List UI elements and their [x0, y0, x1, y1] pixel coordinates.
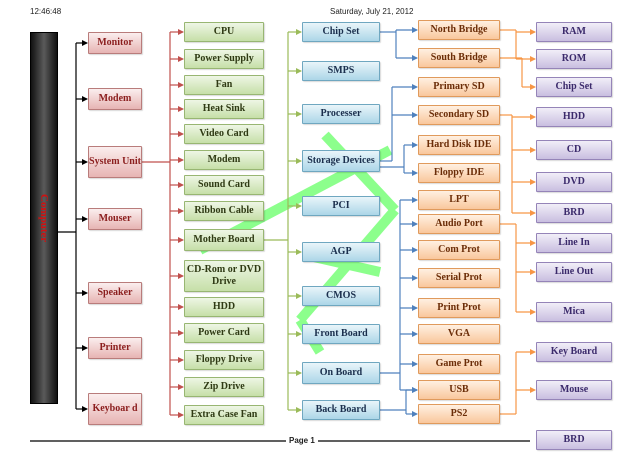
node-system-unit: System Unit [88, 146, 142, 178]
node-extra-case-fan: Extra Case Fan [184, 405, 264, 425]
node-primary-sd: Primary SD [418, 77, 500, 97]
node-print-prot: Print Prot [418, 298, 500, 318]
node-floppy-drive: Floppy Drive [184, 350, 264, 370]
node-mouser: Mouser [88, 208, 142, 230]
node-cpu: CPU [184, 22, 264, 42]
node-south-bridge: South Bridge [418, 48, 500, 68]
node-agp: AGP [302, 242, 380, 262]
node-serial-prot: Serial Prot [418, 268, 500, 288]
node-vga: VGA [418, 324, 500, 344]
node-zip-drive: Zip Drive [184, 377, 264, 397]
node-mother-board: Mother Board [184, 229, 264, 251]
node-com-prot: Com Prot [418, 240, 500, 260]
computer-root-label: Computer [38, 193, 50, 243]
node-lpt: LPT [418, 190, 500, 210]
header-time: 12:46:48 [30, 7, 62, 16]
node-audio-port: Audio Port [418, 214, 500, 234]
node-smps: SMPS [302, 61, 380, 81]
node-pci: PCI [302, 196, 380, 216]
node-sound-card: Sound Card [184, 175, 264, 195]
node-hdd: HDD [184, 297, 264, 317]
node-brd: BRD [536, 203, 612, 223]
node-mica: Mica [536, 302, 612, 322]
node-back-board: Back Board [302, 400, 380, 420]
node-cd: CD [536, 140, 612, 160]
node-brd: BRD [536, 430, 612, 450]
node-usb: USB [418, 380, 500, 400]
node-secondary-sd: Secondary SD [418, 105, 500, 125]
page-footer: Page 1 [289, 436, 315, 445]
node-cd-rom-or-dvd-drive: CD-Rom or DVD Drive [184, 260, 264, 292]
node-north-bridge: North Bridge [418, 20, 500, 40]
node-dvd: DVD [536, 172, 612, 192]
node-storage-devices: Storage Devices [302, 150, 380, 172]
node-rom: ROM [536, 49, 612, 69]
node-ram: RAM [536, 22, 612, 42]
node-fan: Fan [184, 75, 264, 95]
node-ps2: PS2 [418, 404, 500, 424]
node-hdd: HDD [536, 107, 612, 127]
node-speaker: Speaker [88, 282, 142, 304]
node-hard-disk-ide: Hard Disk IDE [418, 135, 500, 155]
node-keyboar-d: Keyboar d [88, 393, 142, 425]
node-on-board: On Board [302, 362, 380, 384]
node-line-out: Line Out [536, 262, 612, 282]
node-front-board: Front Board [302, 324, 380, 344]
node-chip-set: Chip Set [302, 22, 380, 42]
node-cmos: CMOS [302, 286, 380, 306]
computer-root-box: Computer [30, 32, 58, 404]
node-printer: Printer [88, 337, 142, 359]
header-date: Saturday, July 21, 2012 [330, 7, 414, 16]
node-game-prot: Game Prot [418, 354, 500, 374]
node-ribbon-cable: Ribbon Cable [184, 201, 264, 221]
node-heat-sink: Heat Sink [184, 99, 264, 119]
node-floppy-ide: Floppy IDE [418, 163, 500, 183]
node-power-card: Power Card [184, 323, 264, 343]
node-modem: Modem [88, 88, 142, 110]
watermark-stroke [321, 131, 399, 214]
node-power-supply: Power Supply [184, 49, 264, 69]
node-video-card: Video Card [184, 124, 264, 144]
node-processer: Processer [302, 104, 380, 124]
node-chip-set: Chip Set [536, 77, 612, 97]
node-key-board: Key Board [536, 342, 612, 362]
node-mouse: Mouse [536, 380, 612, 400]
node-modem: Modem [184, 150, 264, 170]
node-monitor: Monitor [88, 32, 142, 54]
node-line-in: Line In [536, 233, 612, 253]
